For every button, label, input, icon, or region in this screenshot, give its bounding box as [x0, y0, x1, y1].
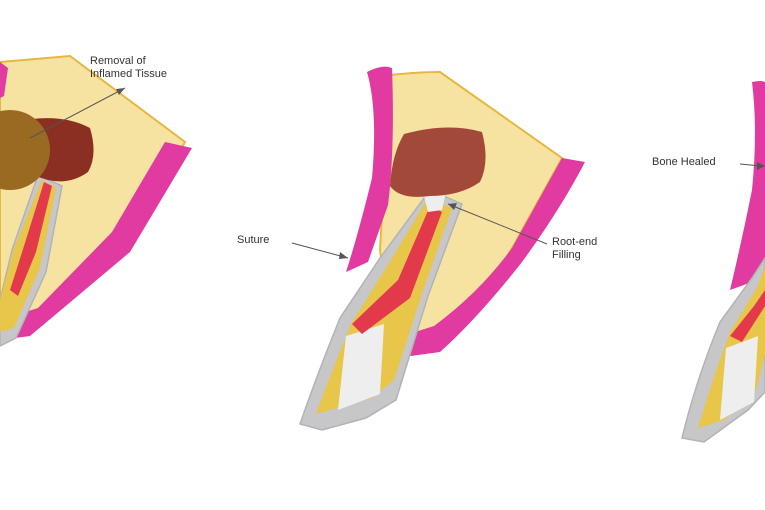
gum-flap	[346, 66, 393, 273]
root-end-arrow-head	[448, 203, 457, 210]
crown	[720, 336, 758, 420]
suture-arrow-head	[339, 252, 348, 259]
suture-label: Suture	[237, 234, 270, 246]
removal-label-line2: Inflamed Tissue	[90, 68, 168, 80]
bone-healed-label: Bone Healed	[652, 156, 716, 168]
panel-bone-healed	[681, 81, 765, 443]
root-canal-filling	[10, 182, 52, 296]
gum-flap	[730, 81, 765, 290]
removal-label-line1: Removal of	[90, 55, 146, 67]
healing-tissue	[390, 127, 486, 197]
panel-suture	[291, 66, 585, 431]
root-end-filling	[424, 192, 446, 212]
crown	[338, 324, 384, 410]
root-end-arrow-line	[447, 203, 548, 245]
root-end-label-line2: Filling	[552, 249, 581, 261]
suture-arrow-line	[291, 242, 349, 259]
gum-tissue	[0, 142, 192, 340]
root-canal-filling	[730, 290, 765, 342]
root-end-label-line1: Root-end	[552, 236, 598, 248]
instrument-tip	[0, 110, 50, 190]
removal-label: Removal of Inflamed Tissue	[90, 55, 167, 81]
root-end-label: Root-end Filling	[552, 236, 597, 262]
removal-arrow-head	[116, 88, 125, 95]
root-canal-filling	[352, 206, 442, 334]
bone-healed-arrow-head	[757, 162, 765, 170]
panel-removal	[0, 54, 192, 347]
tissue-top-mark	[0, 62, 8, 98]
gum-tissue	[396, 158, 585, 358]
removal-arrow-line	[29, 87, 126, 139]
